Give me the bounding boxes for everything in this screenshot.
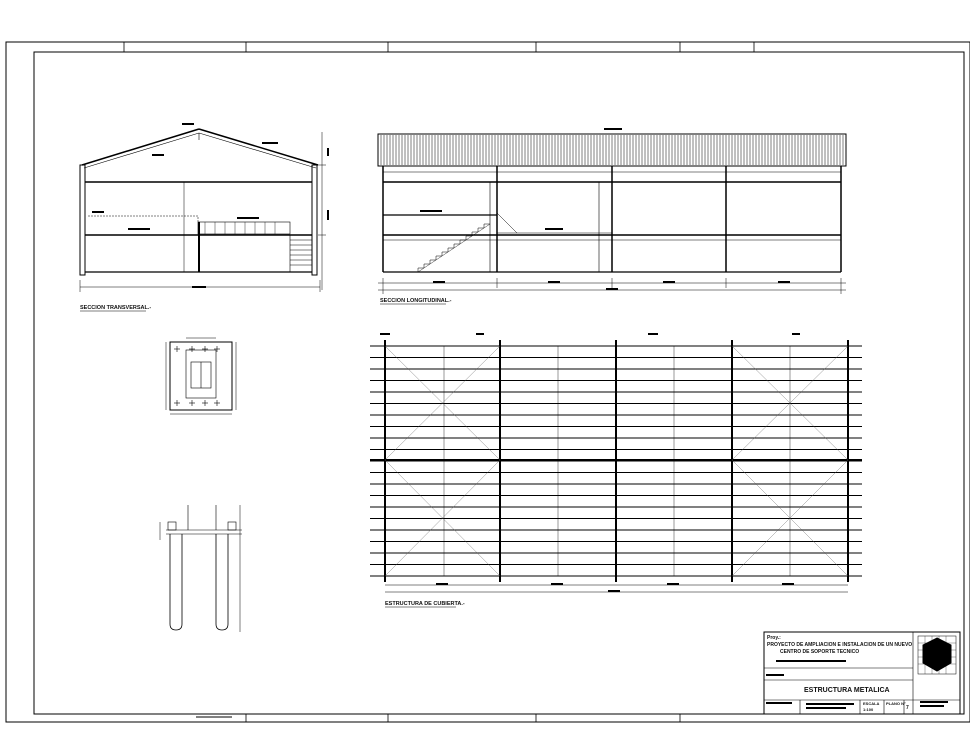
roof-structure-label: ESTRUCTURA DE CUBIERTA.- [385, 601, 465, 607]
longitudinal-section-label: SECCION LONGITUDINAL.- [380, 298, 452, 304]
transverse-section-drawing [79, 123, 329, 292]
scale-value: 1:100 [863, 707, 874, 712]
transverse-section-label: SECCION TRANSVERSAL.- [80, 305, 151, 311]
project-text-line-2: CENTRO DE SOPORTE TECNICO [780, 649, 860, 655]
sheet-label: PLANO N° [886, 701, 906, 706]
logo-seal [922, 637, 952, 672]
frame-ticks [123, 42, 755, 722]
longitudinal-section-drawing [377, 128, 847, 294]
title-block-frame [763, 631, 961, 715]
base-plate-detail [165, 337, 237, 415]
anchor-bolt-detail [159, 505, 242, 632]
drawing-title: ESTRUCTURA METALICA [804, 687, 890, 694]
inner-frame [33, 51, 965, 715]
project-label: Proy.: [767, 635, 781, 641]
sheet-value: 7 [906, 705, 909, 711]
scale-label: ESCALA [863, 701, 880, 706]
dimension-marks [766, 660, 948, 709]
project-text-line-1: PROYECTO DE AMPLIACION E INSTALACION DE … [767, 642, 913, 648]
outer-frame [5, 41, 970, 723]
roof-structure-plan [370, 333, 862, 593]
